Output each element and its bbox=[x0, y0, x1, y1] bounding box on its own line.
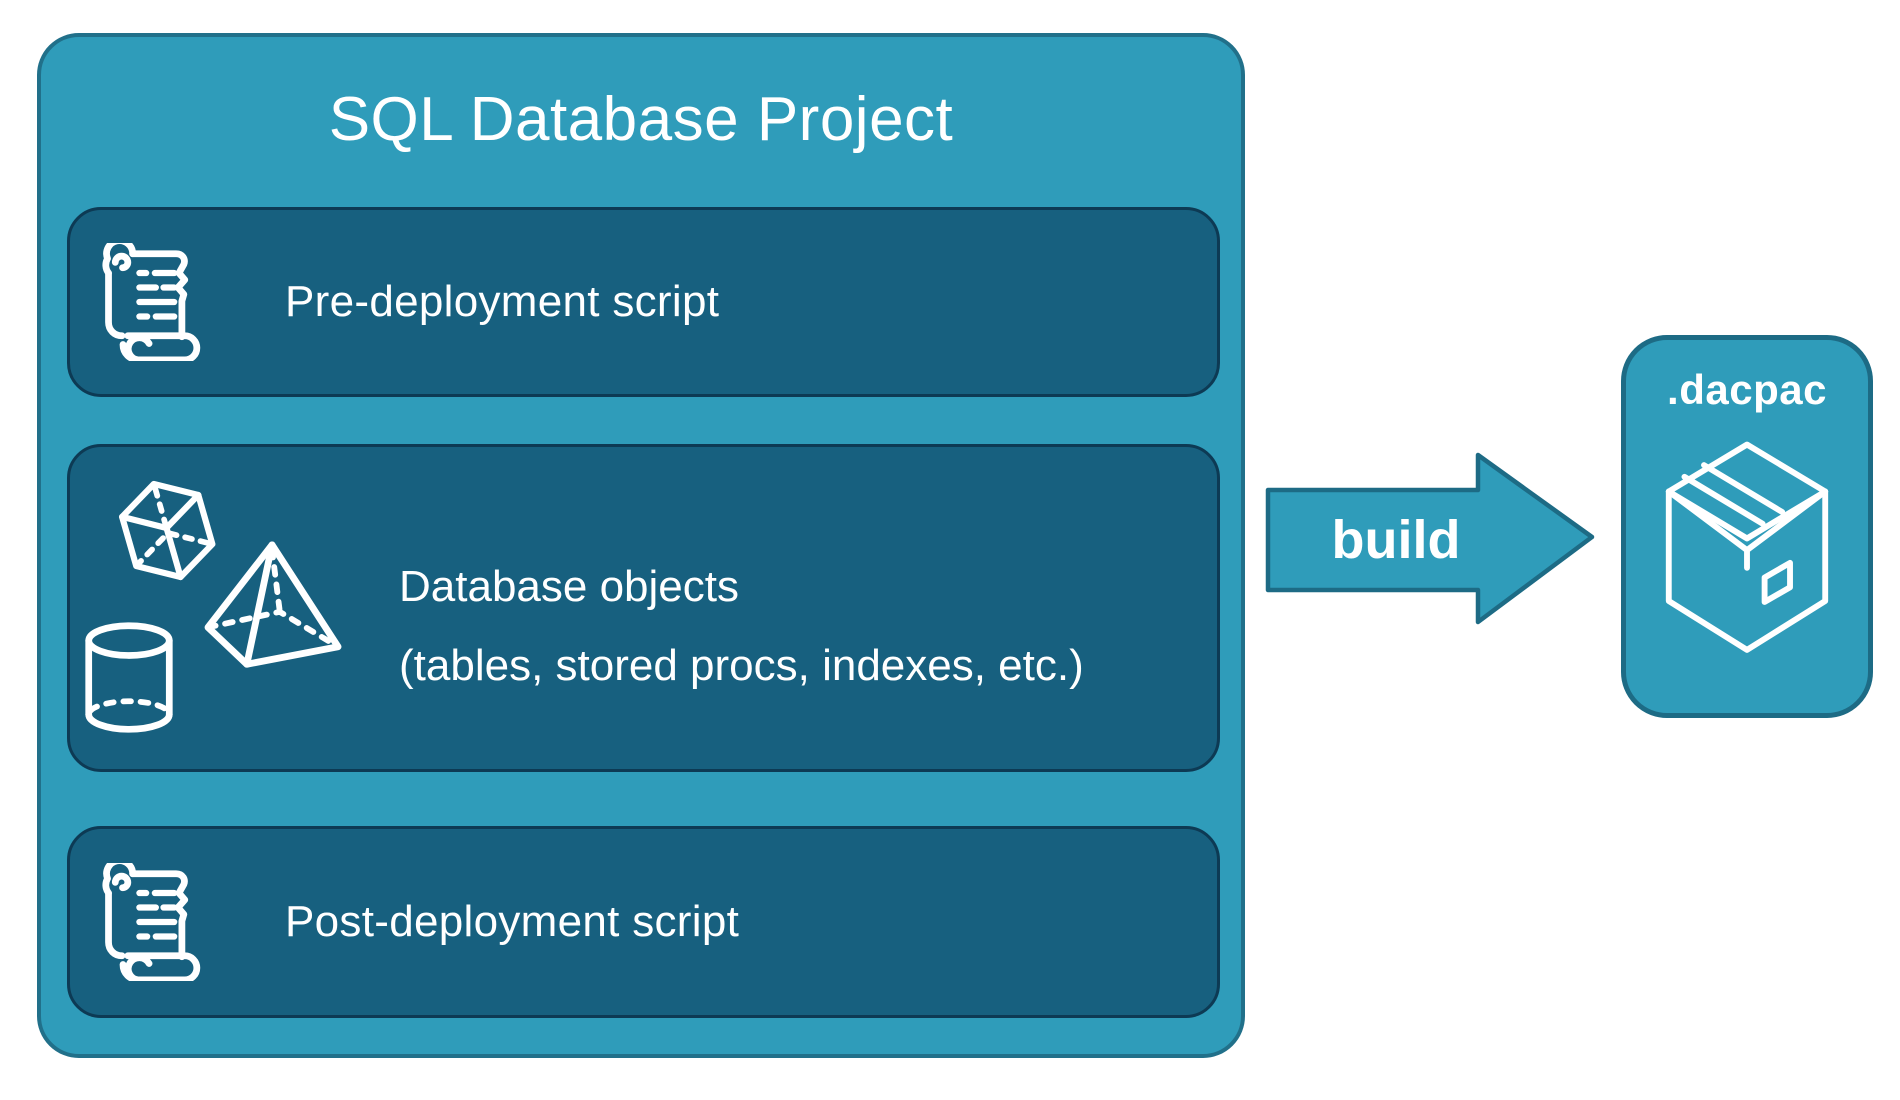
package-icon bbox=[1659, 434, 1835, 680]
build-arrow-label: build bbox=[1332, 510, 1461, 570]
cylinder-icon bbox=[82, 619, 176, 737]
pre-deployment-row: Pre-deployment script bbox=[67, 207, 1220, 397]
database-objects-line2: (tables, stored procs, indexes, etc.) bbox=[399, 641, 1084, 691]
database-objects-line1: Database objects bbox=[399, 562, 739, 611]
sql-database-project-container: SQL Database Project bbox=[37, 33, 1245, 1058]
build-arrow: build bbox=[1265, 452, 1595, 625]
scroll-icon bbox=[95, 243, 207, 361]
dacpac-title: .dacpac bbox=[1667, 366, 1827, 413]
pre-deployment-label: Pre-deployment script bbox=[285, 277, 720, 326]
post-deployment-row: Post-deployment script bbox=[67, 826, 1220, 1018]
project-title: SQL Database Project bbox=[328, 85, 954, 154]
scroll-icon bbox=[95, 863, 207, 981]
database-objects-label: Database objects (tables, stored procs, … bbox=[399, 547, 1084, 705]
database-shapes-icons bbox=[70, 447, 1217, 769]
cube-icon bbox=[108, 467, 226, 587]
post-deployment-label: Post-deployment script bbox=[285, 897, 740, 946]
pyramid-icon bbox=[203, 540, 345, 672]
build-arrow-shape bbox=[1265, 452, 1595, 625]
dacpac-container: .dacpac bbox=[1621, 335, 1873, 718]
database-objects-row: Database objects (tables, stored procs, … bbox=[67, 444, 1220, 772]
